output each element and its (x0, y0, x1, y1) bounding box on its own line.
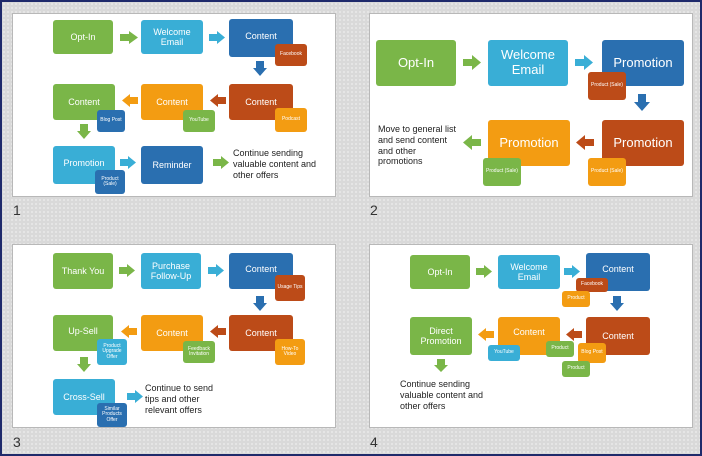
slide-thumbnail-2[interactable]: Opt-In Welcome Email Promotion Product (… (369, 13, 693, 197)
arrow-right (119, 264, 135, 277)
blog-post-tag: Blog Post (578, 343, 606, 363)
slide-note: Move to general list and send content an… (378, 124, 457, 167)
slide-number: 3 (13, 434, 21, 450)
slide-number: 2 (370, 202, 378, 218)
arrow-left (576, 135, 594, 150)
arrow-right (213, 156, 229, 169)
slide-thumbnail-1[interactable]: Opt-In Welcome Email Content Facebook Co… (12, 13, 336, 197)
arrow-right (120, 156, 136, 169)
arrow-left (478, 328, 494, 341)
slide-number: 4 (370, 434, 378, 450)
welcome-email-box: Welcome Email (141, 20, 203, 54)
arrow-right (127, 390, 143, 403)
arrow-left (121, 325, 137, 338)
arrow-right (208, 264, 224, 277)
youtube-tag: YouTube (488, 345, 520, 361)
arrow-down (77, 124, 91, 139)
slide-note: Continue to send tips and other relevant… (145, 383, 214, 415)
arrow-down (253, 296, 267, 311)
product-sale-tag: Product (Sale) (588, 72, 626, 100)
arrow-left (463, 135, 481, 150)
product-tag: Product (562, 291, 590, 307)
purchase-follow-up-box: Purchase Follow-Up (141, 253, 201, 289)
arrow-left (122, 94, 138, 107)
welcome-email-box: Welcome Email (488, 40, 568, 86)
slide-note: Continue sending valuable content and ot… (400, 379, 484, 411)
arrow-down (77, 357, 91, 372)
arrow-right (476, 265, 492, 278)
product-sale-tag: Product (Sale) (483, 158, 521, 186)
slide-thumbnail-4[interactable]: Opt-In Welcome Email Content Facebook Pr… (369, 244, 693, 428)
usage-tips-tag: Usage Tips (275, 275, 305, 301)
facebook-tag: Facebook (576, 278, 608, 292)
opt-in-box: Opt-In (410, 255, 470, 289)
blog-post-tag: Blog Post (97, 110, 125, 132)
arrow-down (634, 94, 650, 111)
opt-in-box: Opt-In (376, 40, 456, 86)
product-sale-tag: Product (Sale) (588, 158, 626, 186)
arrow-down (434, 359, 448, 372)
thank-you-box: Thank You (53, 253, 113, 289)
arrow-right (209, 31, 225, 44)
arrow-left (566, 328, 582, 341)
arrow-right (564, 265, 580, 278)
product-tag: Product (562, 361, 590, 377)
arrow-left (210, 94, 226, 107)
youtube-tag: YouTube (183, 110, 215, 132)
welcome-email-box: Welcome Email (498, 255, 560, 289)
feedback-invitation-tag: Feedback Invitation (183, 341, 215, 363)
podcast-tag: Podcast (275, 108, 307, 132)
how-to-video-tag: How-To Video (275, 339, 305, 365)
product-sale-tag: Product (Sale) (95, 170, 125, 194)
product-tag: Product (546, 341, 574, 357)
reminder-box: Reminder (141, 146, 203, 184)
slide-thumbnail-3[interactable]: Thank You Purchase Follow-Up Content Usa… (12, 244, 336, 428)
direct-promotion-box: Direct Promotion (410, 317, 472, 355)
slide-note: Continue sending valuable content and ot… (233, 148, 317, 180)
arrow-right (575, 55, 593, 70)
similar-products-offer-tag: Similar Products Offer (97, 403, 127, 427)
opt-in-box: Opt-In (53, 20, 113, 54)
promotion-box: Promotion (602, 120, 684, 166)
facebook-tag: Facebook (275, 44, 307, 66)
content-box: Content (229, 19, 293, 57)
arrow-down (610, 296, 624, 311)
slide-number: 1 (13, 202, 21, 218)
product-upgrade-offer-tag: Product Upgrade Offer (97, 339, 127, 365)
arrow-right (120, 31, 138, 44)
arrow-down (253, 61, 267, 76)
arrow-left (210, 325, 226, 338)
arrow-right (463, 55, 481, 70)
